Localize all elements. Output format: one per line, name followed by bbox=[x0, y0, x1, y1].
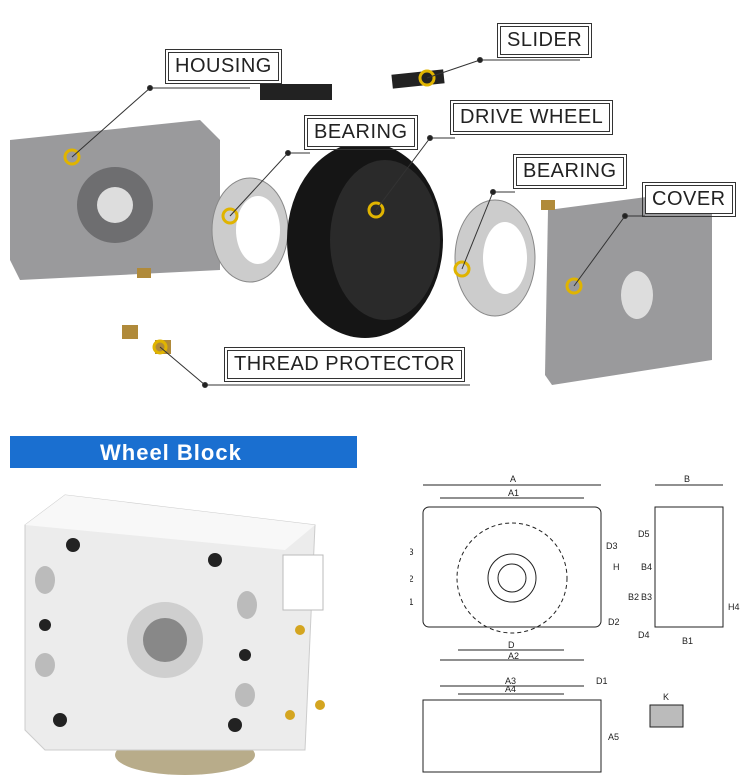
dim-a5: A5 bbox=[608, 732, 619, 742]
wheel-block-photo bbox=[24, 494, 325, 775]
dim-b4: B4 bbox=[641, 562, 652, 572]
dim-h1: H1 bbox=[410, 597, 414, 607]
label-bearing-left: BEARING bbox=[304, 115, 418, 150]
dim-a2: A2 bbox=[508, 651, 519, 661]
dim-h: H bbox=[613, 562, 620, 572]
label-bearing-right: BEARING bbox=[513, 154, 627, 189]
dim-d2: D2 bbox=[608, 617, 620, 627]
slider-part bbox=[391, 69, 445, 89]
label-slider: SLIDER bbox=[496, 23, 593, 58]
dim-a: A bbox=[510, 474, 516, 484]
dim-d: D bbox=[508, 640, 515, 650]
marker-rings bbox=[63, 69, 583, 355]
dim-h4: H4 bbox=[728, 602, 740, 612]
dim-k: K bbox=[663, 692, 669, 702]
leader-lines bbox=[71, 57, 645, 388]
slider-blocks-left bbox=[260, 84, 332, 100]
section-title-banner: Wheel Block bbox=[10, 436, 357, 468]
side-view-outline bbox=[654, 506, 724, 628]
housing-part bbox=[10, 120, 220, 280]
technical-drawing: A A1 A2 D H H1 H2 H3 D2 D3 B B1 B2 B3 B4… bbox=[410, 474, 740, 773]
label-housing: HOUSING bbox=[165, 49, 282, 84]
front-view-outline bbox=[422, 506, 602, 628]
dim-a1: A1 bbox=[508, 488, 519, 498]
dim-b2: B2 bbox=[628, 592, 639, 602]
dim-d3: D3 bbox=[606, 541, 618, 551]
bearing-right-part bbox=[454, 199, 536, 317]
cover-part bbox=[545, 190, 712, 385]
dim-a4: A4 bbox=[505, 684, 516, 694]
k-profile bbox=[649, 704, 684, 728]
exploded-view-illustration bbox=[10, 57, 712, 388]
dim-h2: H2 bbox=[410, 574, 414, 584]
drive-wheel-part bbox=[287, 142, 443, 338]
thread-protectors bbox=[122, 200, 555, 354]
dim-b3: B3 bbox=[641, 592, 652, 602]
dim-h3: H3 bbox=[410, 547, 414, 557]
dim-b: B bbox=[684, 474, 690, 484]
dim-b1: B1 bbox=[682, 636, 693, 646]
bearing-left-part bbox=[211, 177, 289, 283]
dim-d1: D1 bbox=[596, 676, 608, 686]
label-drive-wheel: DRIVE WHEEL bbox=[449, 100, 614, 135]
dim-d5: D5 bbox=[638, 529, 650, 539]
label-thread-protector: THREAD PROTECTOR bbox=[224, 347, 465, 382]
bottom-view-outline bbox=[422, 699, 602, 773]
dim-d4: D4 bbox=[638, 630, 650, 640]
label-cover: COVER bbox=[642, 182, 736, 217]
dim-a3: A3 bbox=[505, 676, 516, 686]
